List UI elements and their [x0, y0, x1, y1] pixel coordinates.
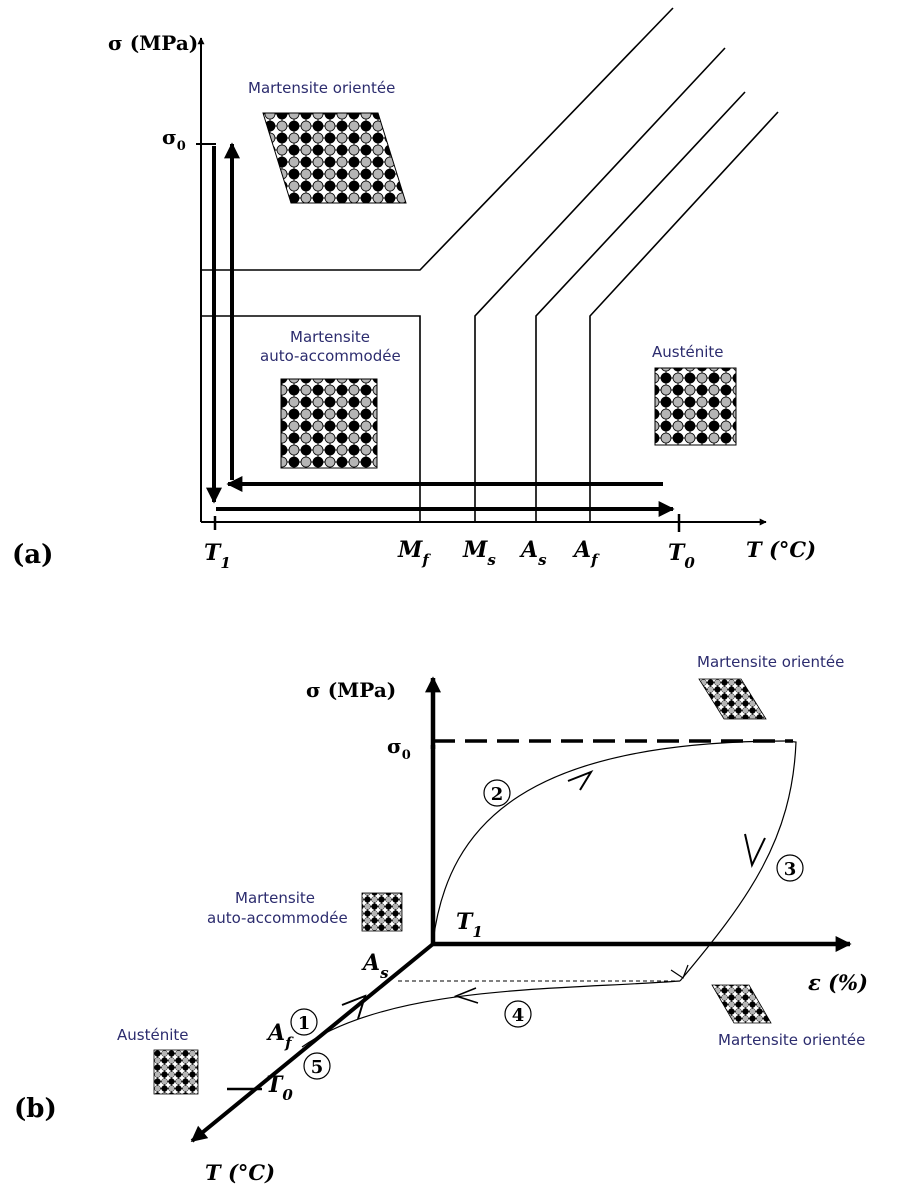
b-arrow-step4 [453, 987, 479, 1004]
b-arrow-step3 [744, 833, 766, 869]
b-af-label: Af [266, 1020, 294, 1052]
b-step-4: 4 [504, 1000, 532, 1028]
b-austenite-lattice [153, 1049, 199, 1095]
b-t0-label: T0 [266, 1072, 293, 1104]
a-x-axis-label: T (°C) [746, 537, 816, 562]
a-boundary-upper [201, 7, 674, 271]
a-auto-martensite-lattice [280, 378, 378, 469]
b-step-5: 5 [303, 1052, 331, 1080]
a-boundary-af [589, 111, 779, 522]
svg-text:2: 2 [491, 784, 504, 805]
b-curve-4-heating [301, 980, 681, 1048]
a-boundary-mf [201, 315, 421, 522]
b-step-1: 1 [290, 1008, 318, 1036]
b-step-2: 2 [483, 779, 511, 807]
b-auto-label-line2: auto-accommodée [207, 909, 348, 927]
a-as-label: As [519, 537, 547, 569]
b-auto-label-line1: Martensite [235, 889, 315, 907]
a-t0-label: T0 [668, 540, 695, 572]
panel-b: 1 2 3 4 5 σ (MPa) σ0 Martensite orientée… [14, 653, 868, 1185]
b-panel-label: (b) [14, 1094, 57, 1124]
b-curve-3-unloading [679, 740, 797, 982]
b-oriented-martensite-bottom-lattice [711, 984, 772, 1024]
b-sigma-axis-label: σ (MPa) [306, 678, 396, 702]
b-step-3: 3 [776, 854, 804, 882]
b-oriented-top-label: Martensite orientée [697, 653, 844, 671]
svg-text:1: 1 [298, 1013, 311, 1034]
a-panel-label: (a) [12, 540, 53, 570]
svg-text:4: 4 [512, 1005, 525, 1026]
b-as-label: As [361, 950, 389, 982]
b-oriented-bottom-label: Martensite orientée [718, 1031, 865, 1049]
a-austenite-label: Austénite [652, 343, 723, 361]
a-austenite-lattice [654, 367, 737, 446]
b-arrow-step2 [567, 769, 594, 791]
a-auto-label-line2: auto-accommodée [260, 347, 401, 365]
a-t1-label: T1 [204, 540, 231, 572]
b-austenite-label: Austénite [117, 1026, 188, 1044]
a-boundary-ms [474, 47, 726, 522]
b-temperature-axis-label: T (°C) [205, 1160, 275, 1185]
b-arrow-end3 [670, 964, 689, 979]
b-t1-label: T1 [456, 909, 483, 941]
b-arrow-step1 [341, 994, 367, 1020]
a-oriented-martensite-lattice [262, 112, 407, 204]
b-temperature-axis [190, 942, 435, 1143]
a-auto-label-line1: Martensite [290, 328, 370, 346]
b-oriented-martensite-top-lattice [698, 678, 767, 720]
svg-text:3: 3 [784, 859, 797, 880]
b-curve-2-loading [432, 740, 786, 943]
a-ms-label: Ms [462, 537, 496, 569]
b-epsilon-axis-label: ε (%) [808, 970, 868, 995]
a-boundary-as [535, 91, 746, 522]
a-mf-label: Mf [397, 537, 431, 569]
a-oriented-label: Martensite orientée [248, 79, 395, 97]
panel-a: σ (MPa) σ0 Martensite orientée Martensit… [12, 7, 816, 572]
a-af-label: Af [572, 537, 600, 569]
b-sigma0-label: σ0 [387, 734, 411, 763]
svg-text:5: 5 [311, 1057, 324, 1078]
a-sigma0-label: σ0 [162, 125, 186, 154]
b-auto-martensite-lattice [361, 892, 403, 932]
a-y-axis-label: σ (MPa) [108, 31, 198, 55]
